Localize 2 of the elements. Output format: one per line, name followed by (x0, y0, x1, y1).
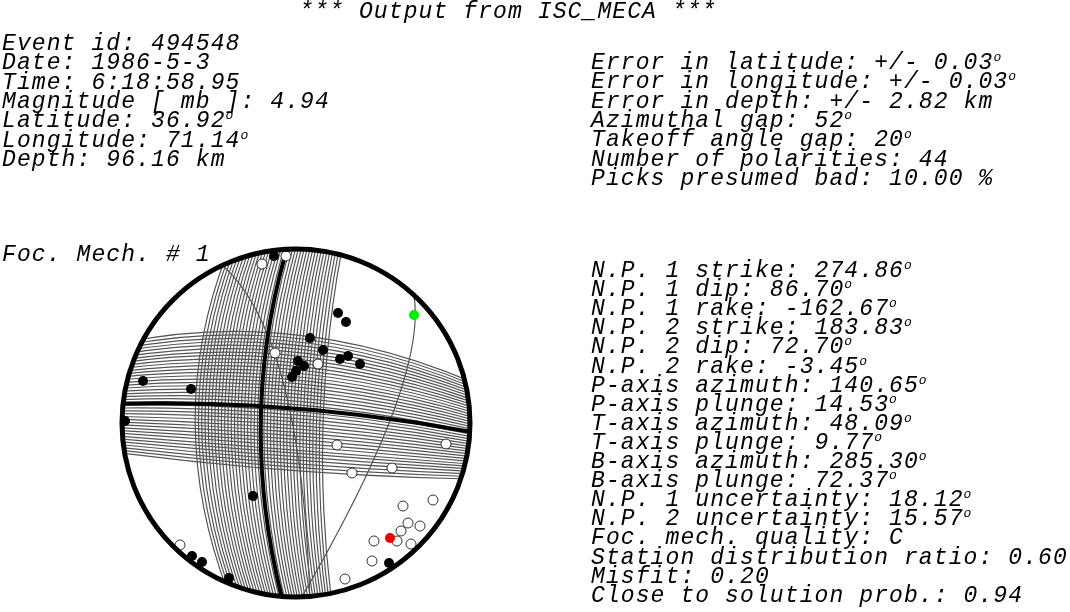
parameter-text: Close to solution prob.: 0.94 (591, 586, 1024, 606)
parameter-text: Picks presumed bad: 10.00 % (591, 169, 994, 189)
